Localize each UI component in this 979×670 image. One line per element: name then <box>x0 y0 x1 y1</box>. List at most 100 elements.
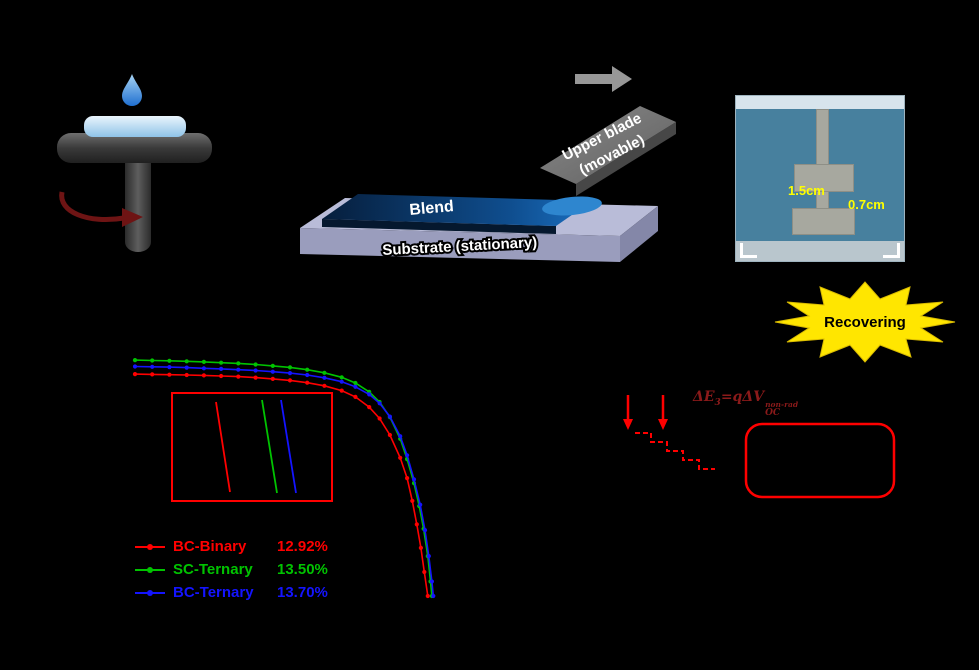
jv-data-marker <box>418 545 423 550</box>
jv-data-marker <box>367 392 372 397</box>
rotation-arrow-head <box>122 208 143 227</box>
legend-series-name: SC-Ternary <box>173 561 253 578</box>
jv-data-marker <box>253 375 258 380</box>
jv-data-marker <box>322 375 327 380</box>
substrate-front-face <box>300 228 620 262</box>
legend-marker-dot <box>147 543 153 550</box>
jv-data-marker <box>150 372 155 377</box>
jv-data-marker <box>270 376 275 381</box>
jv-data-marker <box>422 528 428 533</box>
jv-data-marker <box>201 359 206 364</box>
jv-data-marker <box>201 373 206 378</box>
spin-coater-chuck <box>57 133 212 163</box>
legend-marker-line <box>135 566 165 573</box>
jv-data-marker <box>339 388 344 393</box>
blade-coater-illustration: Upper blade (movable) Blend Substrate (s… <box>300 66 676 262</box>
legend-item-sc-ternary: SC-Ternary 13.50% <box>135 560 328 579</box>
water-droplet-icon <box>122 74 142 106</box>
coated-film <box>84 116 186 137</box>
jv-data-marker <box>287 378 293 383</box>
jv-data-marker <box>236 374 241 379</box>
inset-curve-line <box>215 401 231 493</box>
jv-data-marker <box>184 365 189 370</box>
jv-data-marker <box>270 363 275 368</box>
blend-label: Blend <box>409 198 455 219</box>
jv-data-marker <box>167 358 172 363</box>
device-photo: 1.5cm 0.7cm <box>735 95 905 262</box>
jv-data-marker <box>150 364 155 369</box>
jv-data-marker <box>418 502 423 507</box>
jv-data-marker <box>305 372 310 378</box>
legend-series-pce: 12.92% <box>277 538 328 555</box>
jv-data-marker <box>410 498 415 503</box>
spin-coater-shaft <box>125 158 151 252</box>
device-width-label: 1.5cm <box>788 183 825 198</box>
jv-data-marker <box>253 368 258 373</box>
jv-data-marker <box>322 370 327 375</box>
jv-data-marker <box>426 554 431 559</box>
jv-data-marker <box>377 401 382 406</box>
energy-loss-diagram <box>623 395 896 499</box>
legend-series-pce: 13.50% <box>277 561 328 578</box>
formula-rhs-sub: OC <box>765 408 781 418</box>
jv-data-marker <box>339 375 344 380</box>
jv-data-marker <box>132 358 138 363</box>
move-right-arrow-icon <box>575 66 632 92</box>
electrode-stem <box>816 109 829 166</box>
jv-data-marker <box>339 379 344 384</box>
energy-down-arrow-2-head <box>658 419 668 430</box>
legend-item-bc-ternary: BC-Ternary 13.70% <box>135 583 328 602</box>
jv-data-marker <box>353 394 358 399</box>
legend-marker-line <box>135 589 165 596</box>
jv-data-marker <box>405 476 410 481</box>
ink-pool <box>542 196 602 216</box>
legend-marker-dot <box>147 566 153 573</box>
jv-data-marker <box>377 416 382 421</box>
jv-data-marker <box>287 365 293 370</box>
jv-data-marker <box>167 365 172 370</box>
upper-blade <box>540 106 676 184</box>
jv-data-marker <box>219 360 224 365</box>
jv-data-marker <box>398 434 403 439</box>
legend-item-bc-binary: BC-Binary 12.92% <box>135 537 328 556</box>
jv-data-marker <box>322 383 327 388</box>
jv-data-marker <box>387 414 392 419</box>
jv-data-marker <box>425 593 430 599</box>
electrode-pad-top <box>794 164 854 192</box>
chart-legend: BC-Binary 12.92% SC-Ternary 13.50% BC-Te… <box>135 537 328 602</box>
inset-curve-line <box>261 399 278 494</box>
corner-bracket-left <box>740 243 757 258</box>
jv-data-marker <box>305 367 310 372</box>
starburst-icon <box>774 281 956 363</box>
jv-data-marker <box>132 372 138 377</box>
jv-data-marker <box>236 361 241 366</box>
jv-data-marker <box>132 364 138 369</box>
legend-series-name: BC-Ternary <box>173 584 254 601</box>
photo-top-edge <box>736 96 904 109</box>
jv-data-marker <box>387 432 392 438</box>
jv-data-marker <box>353 384 358 389</box>
rotation-arrow-icon <box>59 191 125 223</box>
blend-film-front-edge <box>322 219 556 234</box>
chart-inset-box <box>171 392 333 502</box>
energy-highlight-box <box>744 422 896 499</box>
legend-series-name: BC-Binary <box>173 538 247 555</box>
recovering-label: Recovering <box>824 314 906 331</box>
electrode-pad-bottom <box>792 208 855 235</box>
jv-data-marker <box>411 477 417 482</box>
formula-lhs: ΔE <box>693 389 715 405</box>
blend-film <box>322 194 592 226</box>
substrate-side-face <box>620 206 658 262</box>
jv-data-marker <box>270 369 275 374</box>
spin-coater-illustration <box>57 74 212 252</box>
upper-blade-edge <box>576 122 676 196</box>
jv-curve-chart <box>132 358 436 599</box>
jv-data-marker <box>184 372 189 378</box>
jv-data-marker <box>398 455 403 460</box>
legend-marker-dot <box>147 589 153 596</box>
jv-data-marker <box>431 593 436 599</box>
corner-bracket-right <box>883 243 900 258</box>
device-height-label: 0.7cm <box>848 197 885 212</box>
